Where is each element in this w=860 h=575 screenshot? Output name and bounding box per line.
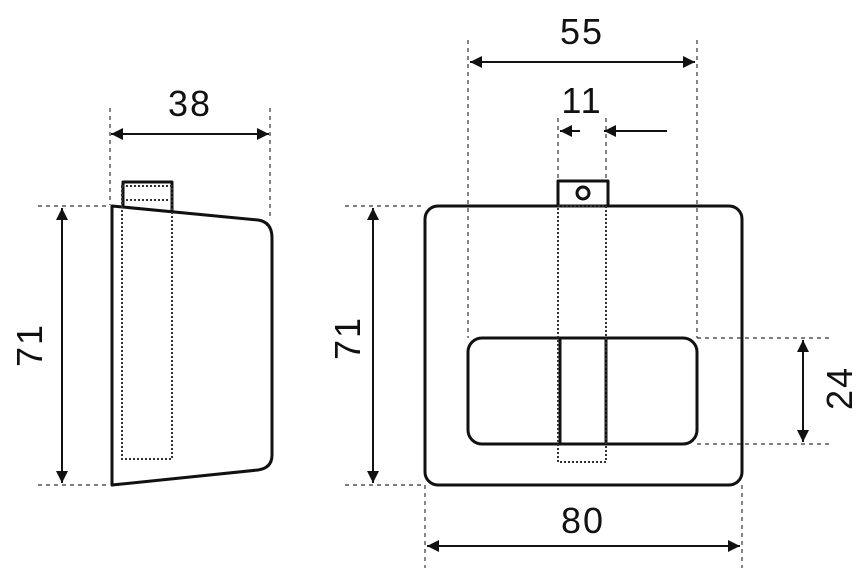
button-height-label: 24 (819, 366, 860, 410)
mounting-hole-icon (575, 185, 591, 201)
side-height-label: 71 (9, 323, 50, 367)
front-top-width-label: 55 (560, 11, 604, 52)
side-width-label: 38 (168, 83, 212, 124)
flush-button (466, 336, 699, 446)
side-view-hidden-channel (121, 185, 173, 460)
front-height-label: 71 (327, 316, 368, 360)
front-hidden-channel (557, 205, 607, 463)
front-bottom-width-label: 80 (561, 500, 605, 541)
front-slot-width-label: 11 (561, 80, 602, 121)
side-view-body (110, 204, 274, 487)
front-view: 55 11 71 24 80 (327, 11, 860, 568)
front-top-tab (556, 179, 610, 208)
side-view: 38 71 (9, 83, 274, 487)
